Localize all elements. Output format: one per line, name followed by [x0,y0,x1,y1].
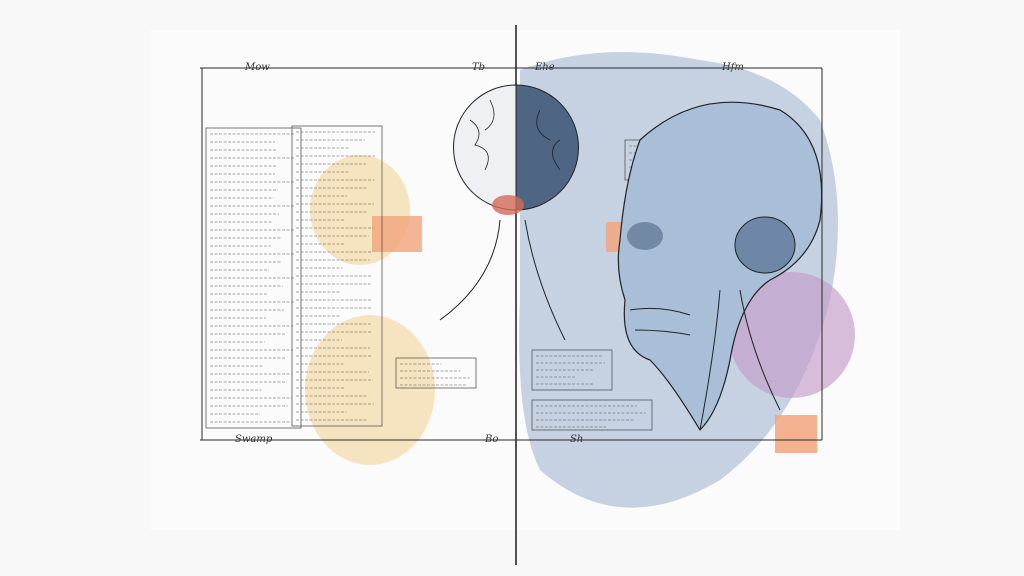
frame-lines [200,25,823,565]
yellow-wash-bottom [305,315,435,465]
footer-label-left: Swamp [235,434,273,445]
header-label-mid: Tb [472,62,485,73]
header-label-mid2: Ehe [534,62,555,73]
brain-drawing [439,84,579,341]
peach-box-bottom [775,415,817,453]
header-label-left: Mow [244,62,270,73]
skull-drawing [617,101,823,431]
footer-label-mid: Bo [484,434,498,445]
peach-box-left [372,216,422,252]
header-label-right: Hfm [721,62,744,73]
footer-label-right: Sh [570,434,583,445]
